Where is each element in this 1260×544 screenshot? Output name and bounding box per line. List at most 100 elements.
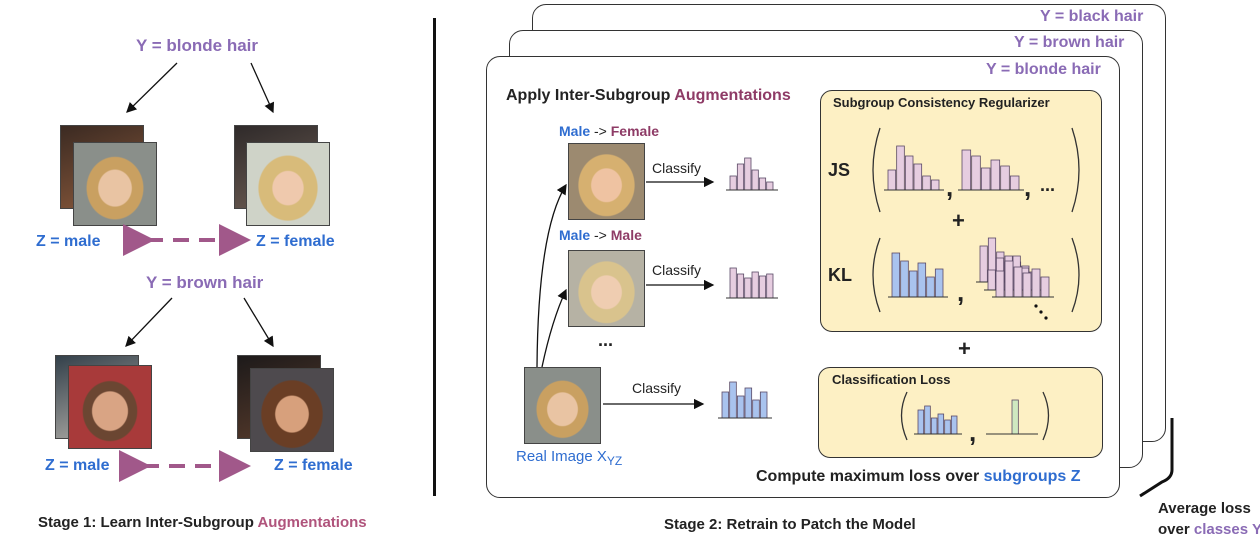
hist-aug1-bar xyxy=(744,157,752,191)
average-loss-line2: over classes Y xyxy=(1158,521,1260,538)
js-comma-2: , xyxy=(1024,172,1032,202)
class-loss-comma: , xyxy=(969,417,977,447)
hist-cl-blue-bar xyxy=(937,413,945,435)
hist-cl-blue-bar xyxy=(917,409,925,435)
face-male-brown xyxy=(68,365,152,449)
hist-cl-blue-bar xyxy=(950,415,958,435)
hist-aug2-bar xyxy=(751,271,759,299)
hist-js-2-bar xyxy=(961,149,972,191)
ellipsis-more-augs: ... xyxy=(598,330,614,350)
face-augmented-female xyxy=(568,143,645,220)
arrow-blonde-to-female xyxy=(250,62,275,114)
average-loss-line1: Average loss xyxy=(1158,500,1251,517)
hist-js-2 xyxy=(958,149,1024,191)
hist-js-1-bar xyxy=(904,155,914,191)
hist-js-2-bar xyxy=(1009,175,1020,191)
hist-aug2-bar xyxy=(729,267,737,299)
classification-loss-title: Classification Loss xyxy=(832,372,951,387)
hist-js-2-bar xyxy=(1000,165,1010,191)
hist-aug2 xyxy=(726,267,778,299)
hist-aug1-bar xyxy=(766,181,774,191)
card-blonde-hair-label: Y = blonde hair xyxy=(986,61,1101,78)
hist-kl-pink-front-bar xyxy=(1040,276,1050,298)
real-image-text: Real Image X xyxy=(516,448,607,465)
y-brown-label: Y = brown hair xyxy=(146,273,264,292)
hist-js-2-bar xyxy=(971,155,981,191)
apply-title-highlight: Augmentations xyxy=(674,87,791,104)
hist-kl-blue-bar xyxy=(900,260,909,298)
hist-js-1-bar xyxy=(896,145,905,191)
face-female-brown xyxy=(250,368,334,452)
hist-aug1-bar xyxy=(751,169,759,191)
aug2-arrow: -> xyxy=(590,227,611,243)
hist-real-bar xyxy=(736,395,745,419)
aug1-from: Male xyxy=(559,123,591,139)
z-male-label-1: Z = male xyxy=(36,233,101,250)
aug2-to: Male xyxy=(610,227,642,243)
js-bracket-right xyxy=(1071,127,1080,213)
kl-label: KL xyxy=(828,265,852,285)
kl-comma: , xyxy=(957,277,965,307)
hist-cl-onehot xyxy=(986,399,1038,435)
js-label: JS xyxy=(828,160,851,180)
average-brace xyxy=(1139,418,1174,498)
hist-aug2-bar xyxy=(744,277,752,299)
regularizer-title: Subgroup Consistency Regularizer xyxy=(833,95,1050,110)
hist-kl-blue-bar xyxy=(917,262,927,298)
hist-js-1-bar xyxy=(887,169,897,191)
hist-aug2-bar xyxy=(766,273,774,299)
regularizer-box xyxy=(820,90,1102,332)
arrow-brown-to-male xyxy=(125,297,173,347)
average-text: over xyxy=(1158,521,1194,538)
hist-aug2-bar xyxy=(736,273,745,299)
hist-kl-pink-front-bar xyxy=(1004,260,1014,298)
card-black-hair-label: Y = black hair xyxy=(1040,8,1144,25)
hist-real-bar xyxy=(729,381,737,419)
hist-real xyxy=(718,381,772,419)
hist-cl-blue-bar xyxy=(944,419,951,435)
kl-bracket-left xyxy=(872,237,881,313)
aug-label-male-male: Male -> Male xyxy=(559,227,642,243)
js-trailing-ellipsis: ... xyxy=(1040,175,1056,195)
real-image-subscript: YZ xyxy=(606,454,623,468)
y-blonde-label: Y = blonde hair xyxy=(136,36,259,55)
aug2-from: Male xyxy=(559,227,591,243)
hist-kl-pink-front xyxy=(992,260,1054,298)
aug-label-male-female: Male -> Female xyxy=(559,123,659,139)
z-male-label-2: Z = male xyxy=(45,457,110,474)
aug1-to: Female xyxy=(610,123,659,139)
hist-kl-pink-front-bar xyxy=(1013,266,1023,298)
hist-real-bar xyxy=(759,391,768,419)
card-brown-hair-label: Y = brown hair xyxy=(1014,34,1125,51)
js-comma-1: , xyxy=(946,172,954,202)
arrow-blonde-to-male xyxy=(126,62,178,113)
aug1-arrow: -> xyxy=(590,123,611,139)
hist-aug1-bar xyxy=(758,177,767,191)
hist-kl-blue xyxy=(888,252,948,298)
real-image-label: Real Image XYZ xyxy=(516,448,622,468)
stage1-caption: Stage 1: Learn Inter-Subgroup Augmentati… xyxy=(38,514,367,531)
hist-kl-blue-bar xyxy=(891,252,901,298)
cl-bracket-right xyxy=(1042,391,1050,441)
stage1-caption-text: Stage 1: Learn Inter-Subgroup xyxy=(38,514,258,531)
curve-real-to-aug1 xyxy=(536,183,567,368)
js-bracket-left xyxy=(872,127,881,213)
hist-kl-pink-back-bar xyxy=(979,245,988,283)
hist-js-1 xyxy=(884,145,944,191)
face-female-blonde xyxy=(246,142,330,226)
compute-max-loss: Compute maximum loss over subgroups Z xyxy=(756,468,1081,486)
curve-real-to-aug2 xyxy=(541,288,567,368)
face-real-image xyxy=(524,367,601,444)
hist-kl-blue-bar xyxy=(908,270,918,298)
compute-text: Compute maximum loss over xyxy=(756,468,984,485)
hist-cl-blue-bar xyxy=(930,417,938,435)
plus-reg-class: + xyxy=(958,336,971,361)
classify-label-1: Classify xyxy=(652,160,702,176)
hist-kl-blue-bar xyxy=(934,268,944,298)
classification-loss-box xyxy=(818,367,1103,458)
hist-aug1 xyxy=(726,157,778,191)
face-male-blonde xyxy=(73,142,157,226)
face-augmented-male xyxy=(568,250,645,327)
